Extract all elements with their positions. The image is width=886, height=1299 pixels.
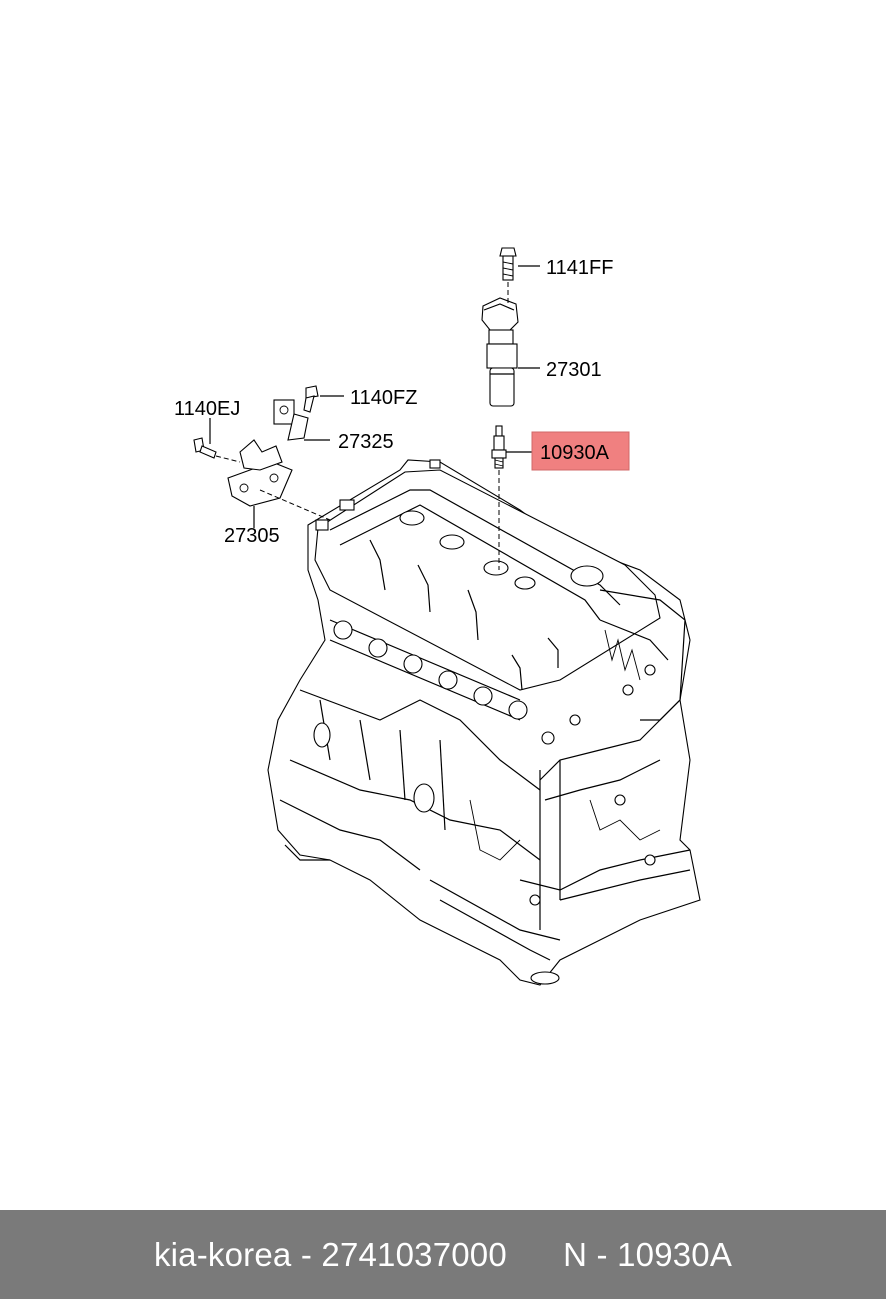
- sensor-bolt: [303, 385, 319, 413]
- spark-plug: [491, 425, 507, 469]
- engine-parts-diagram: 10930A 27301 1141FF 1140FZ 27325 1140EJ: [174, 247, 701, 986]
- coil-bolt: [499, 247, 517, 281]
- sensor-callout: 27325: [338, 431, 394, 453]
- engine-block: [267, 459, 701, 986]
- ignition-coil: [481, 297, 519, 407]
- position-sensor: [273, 399, 309, 441]
- bracket-bolt-callout: 1140EJ: [174, 398, 240, 420]
- bracket-bolt: [193, 437, 217, 459]
- spark-plug-highlight: [531, 431, 630, 471]
- part-number-caption: kia-korea - 2741037000 N - 10930A: [153, 1235, 733, 1273]
- coil-bolt-callout: 1141FF: [546, 257, 613, 279]
- spark-plug-callout: 10930A: [540, 442, 610, 464]
- ignition-coil-callout: 27301: [546, 359, 602, 381]
- footer-bar: kia-korea - 2741037000 N - 10930A: [0, 1210, 886, 1299]
- bracket-callout: 27305: [224, 525, 280, 547]
- sensor-bracket: [227, 439, 293, 507]
- sensor-bolt-callout: 1140FZ: [350, 387, 417, 409]
